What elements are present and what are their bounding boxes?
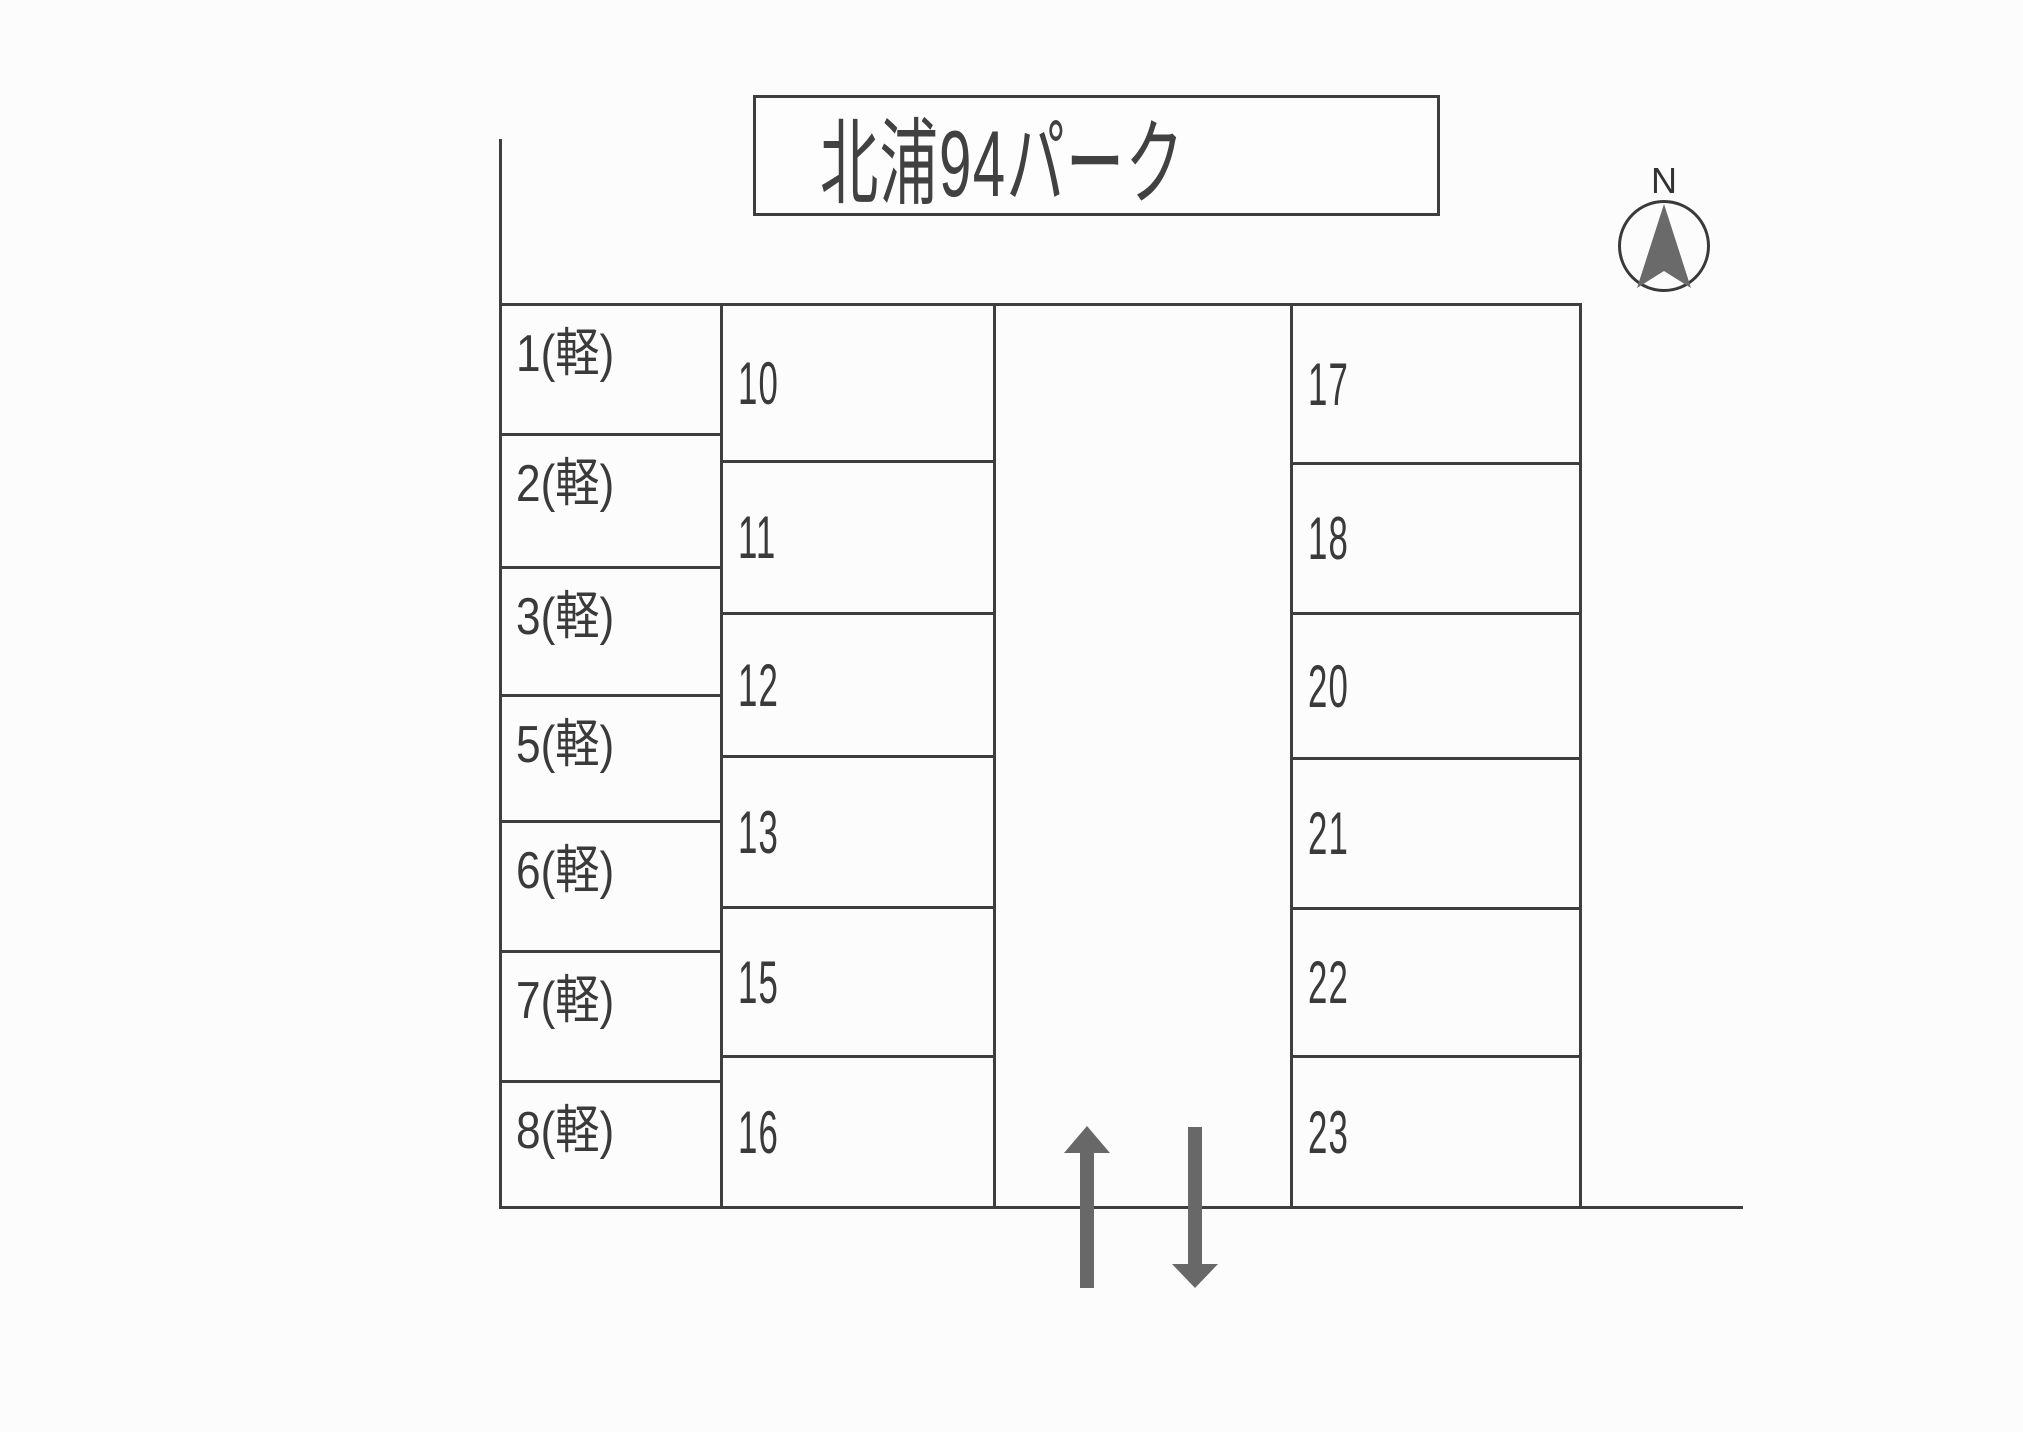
parking-space-kei-3: 3(軽): [502, 569, 720, 697]
parking-space-17: 17: [1293, 306, 1579, 465]
bottom-boundary-line: [499, 1206, 1743, 1209]
compass-circle: [1618, 200, 1710, 292]
arrow-up-head: [1064, 1126, 1110, 1153]
parking-space-23: 23: [1293, 1058, 1579, 1206]
space-label: 13: [738, 798, 780, 866]
space-label: 12: [738, 651, 780, 719]
space-label: 3(軽): [516, 588, 615, 646]
parking-space-kei-8: 8(軽): [502, 1083, 720, 1206]
parking-space-18: 18: [1293, 465, 1579, 615]
arrow-up-icon: [1064, 1126, 1110, 1288]
parking-space-kei-2: 2(軽): [502, 436, 720, 569]
middle-parking-column: 10 11 12 13 15 16: [720, 303, 996, 1209]
space-label: 18: [1308, 505, 1350, 572]
space-label: 7(軽): [516, 972, 615, 1030]
north-arrow-shape: [1637, 204, 1691, 288]
arrow-down-shaft: [1188, 1127, 1202, 1265]
parking-space-10: 10: [723, 306, 993, 463]
arrow-down-icon: [1172, 1127, 1218, 1288]
space-label: 11: [738, 504, 777, 571]
space-label: 10: [738, 349, 780, 417]
arrow-up-shaft: [1080, 1150, 1094, 1288]
north-label: N: [1651, 160, 1677, 201]
parking-space-12: 12: [723, 615, 993, 758]
space-label: 23: [1308, 1098, 1350, 1166]
parking-space-kei-5: 5(軽): [502, 697, 720, 823]
space-label: 5(軽): [516, 716, 615, 774]
parking-space-15: 15: [723, 909, 993, 1058]
parking-space-kei-1: 1(軽): [502, 306, 720, 436]
parking-space-21: 21: [1293, 760, 1579, 910]
kei-parking-column: 1(軽) 2(軽) 3(軽) 5(軽) 6(軽) 7(軽) 8(軽): [499, 303, 723, 1209]
space-label: 21: [1308, 800, 1350, 867]
parking-space-kei-6: 6(軽): [502, 823, 720, 953]
driveway-top-line: [996, 303, 1290, 306]
space-label: 16: [738, 1098, 780, 1166]
page-title: 北浦94パーク: [820, 110, 1185, 216]
space-label: 20: [1308, 652, 1350, 720]
parking-space-11: 11: [723, 463, 993, 615]
traffic-arrows: [1064, 1126, 1218, 1288]
parking-space-kei-7: 7(軽): [502, 953, 720, 1083]
space-label: 6(軽): [516, 842, 615, 900]
parking-space-20: 20: [1293, 615, 1579, 760]
space-label: 2(軽): [516, 455, 615, 513]
arrow-down-head: [1172, 1264, 1218, 1288]
parking-space-22: 22: [1293, 910, 1579, 1058]
north-arrow-icon: [1637, 204, 1691, 288]
right-parking-column: 17 18 20 21 22 23: [1290, 303, 1582, 1209]
parking-space-16: 16: [723, 1058, 993, 1206]
space-label: 1(軽): [516, 325, 615, 383]
parking-space-13: 13: [723, 758, 993, 909]
space-label: 8(軽): [516, 1102, 615, 1160]
space-label: 15: [738, 948, 780, 1016]
driveway: [996, 306, 1290, 1206]
title-box: 北浦94パーク: [753, 95, 1440, 216]
space-label: 22: [1308, 949, 1350, 1016]
space-label: 17: [1308, 350, 1350, 418]
